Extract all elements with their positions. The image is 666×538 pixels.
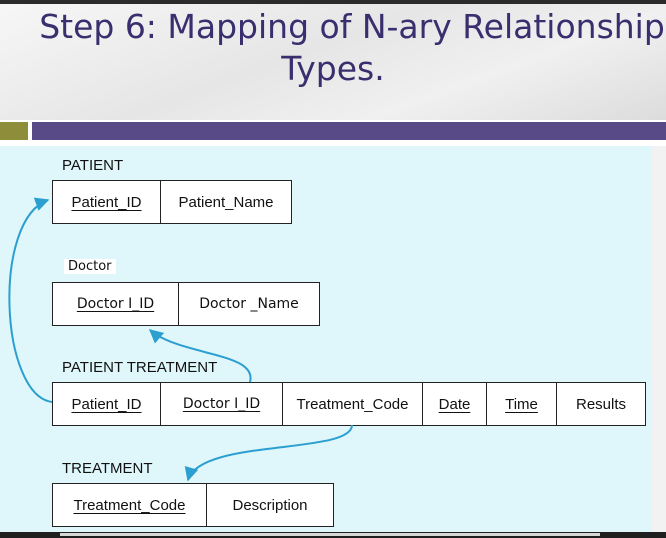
doctor-table-label: Doctor [64,259,116,274]
patient-treatment-table: Patient_ID Doctor I_ID Treatment_Code Da… [52,382,646,426]
treatment-table: Treatment_Code Description [52,483,334,527]
fk-arrow-doctor-id [148,329,252,383]
doctor-table: Doctor I_ID Doctor _Name [52,282,320,326]
treatment-table-label: TREATMENT [62,460,153,477]
fk-arrow-treatment-code [184,424,353,482]
pt-time-column: Time [487,383,557,425]
slide-title: Step 6: Mapping of N-ary Relationship Ty… [0,6,666,90]
bottom-border-highlight [60,533,600,536]
patient-table: Patient_ID Patient_Name [52,180,292,224]
fk-arrow-patient-id [8,197,53,403]
patient-table-label: PATIENT [62,157,124,174]
patient-treatment-table-label: PATIENT TREATMENT [62,359,218,376]
accent-bar-purple [32,122,666,140]
pt-treatment-code-column: Treatment_Code [283,383,423,425]
doctor-name-column: Doctor _Name [199,296,299,312]
accent-bar-olive [0,122,28,140]
panel-shadow [652,146,666,534]
accent-bar-gap [28,122,32,140]
patient-id-column: Patient_ID [53,181,161,223]
treatment-code-column: Treatment_Code [53,484,207,526]
title-line-1: Step 6: Mapping of N-ary Relationship [39,7,665,46]
doctor-id-column: Doctor I_ID [53,283,179,325]
pt-date-column: Date [423,383,487,425]
patient-name-column: Patient_Name [178,193,274,211]
pt-doctor-id-column: Doctor I_ID [161,383,283,425]
pt-patient-id-column: Patient_ID [53,383,161,425]
pt-results-column: Results [575,395,627,413]
description-column: Description [232,496,308,514]
top-border [0,0,666,4]
slide-header [0,0,666,120]
title-line-2: Types. [281,49,385,88]
